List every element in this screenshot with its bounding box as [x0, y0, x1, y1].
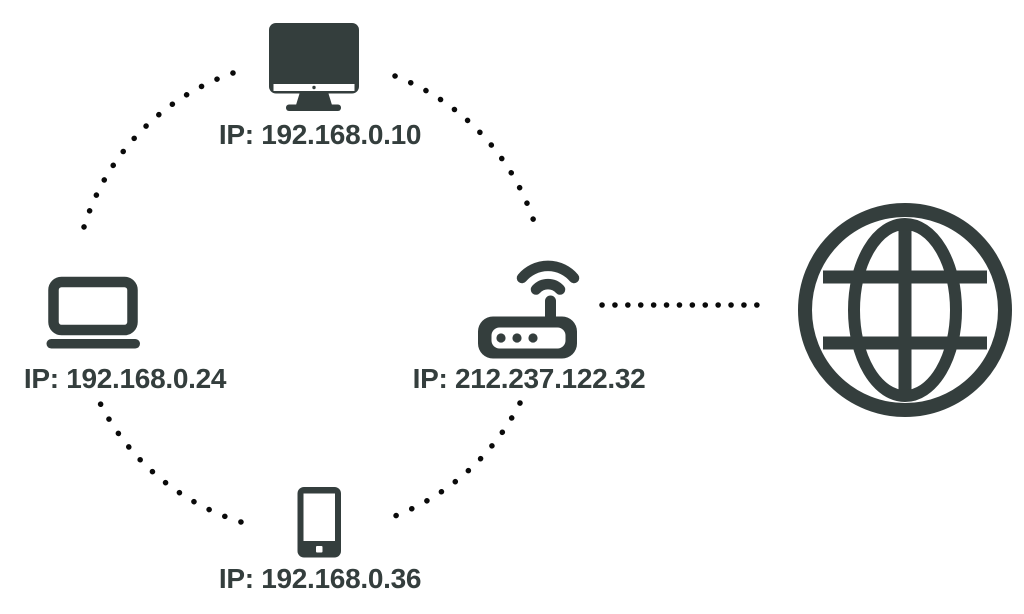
edge-router-smartphone	[392, 400, 523, 519]
router-ip-label: IP: 212.237.122.32	[412, 363, 646, 394]
edge-laptop-desktop	[81, 70, 236, 230]
wifi-router-icon	[478, 260, 580, 359]
edge-desktop-router	[392, 73, 541, 238]
desktop-ip-label: IP: 192.168.0.10	[218, 119, 422, 150]
laptop-ip-label: IP: 192.168.0.24	[23, 363, 227, 394]
edge-smartphone-laptop	[97, 400, 244, 525]
wifi-wave-inner	[530, 278, 566, 295]
dotted-ring	[81, 70, 541, 525]
desktop-computer-icon	[269, 23, 359, 111]
wifi-wave-outer	[516, 260, 580, 284]
smartphone-ip-label: IP: 192.168.0.36	[218, 563, 422, 594]
smartphone-icon	[297, 487, 341, 558]
globe-icon	[798, 203, 1012, 417]
laptop-icon	[46, 276, 140, 349]
